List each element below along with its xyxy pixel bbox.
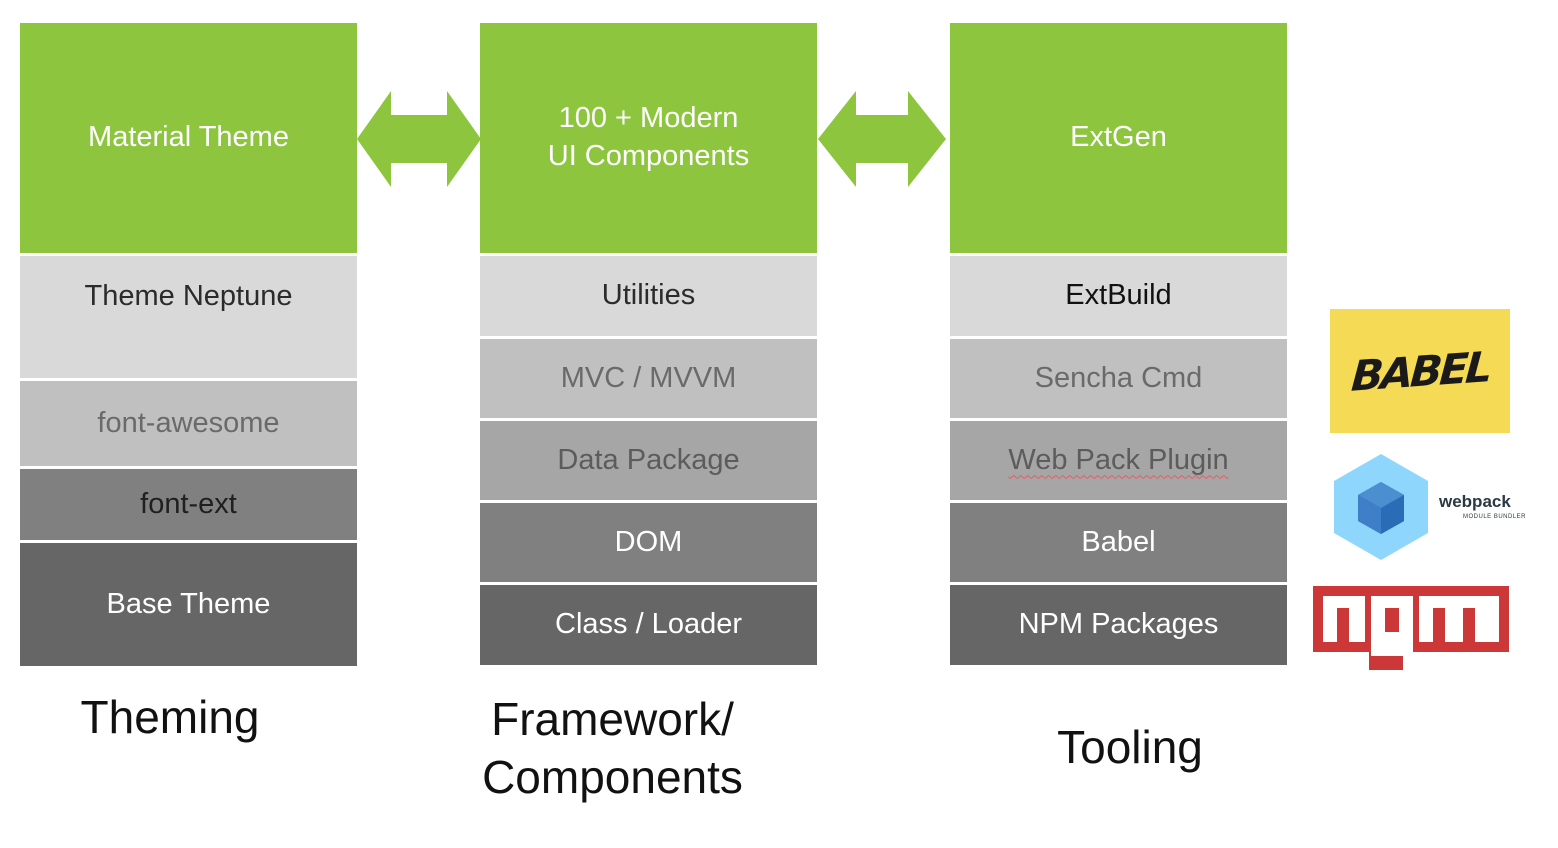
modern-ui-line1: 100 + Modern: [558, 102, 739, 135]
web-pack-plugin-label: Web Pack Plugin: [1008, 443, 1229, 476]
extgen-block: ExtGen: [950, 23, 1287, 256]
base-theme-block: Base Theme: [20, 543, 357, 666]
modern-ui-line2: UI Components: [547, 140, 750, 172]
extbuild-label: ExtBuild: [1065, 279, 1172, 312]
base-theme-label: Base Theme: [106, 587, 271, 620]
babel-block: Babel: [950, 503, 1287, 585]
webpack-logo: webpack MODULE BUNDLER: [1326, 452, 1536, 562]
font-awesome-block: font-awesome: [20, 381, 357, 469]
webpack-tagline: MODULE BUNDLER: [1463, 514, 1527, 520]
extgen-label: ExtGen: [1070, 121, 1167, 154]
theming-column: Material Theme Theme Neptune font-awesom…: [20, 23, 357, 666]
modern-ui-components-block: 100 + Modern UI Components: [480, 23, 817, 256]
material-theme-label: Material Theme: [88, 121, 289, 154]
babel-label: Babel: [1081, 525, 1156, 558]
framework-label-line2: Components: [482, 751, 743, 803]
theme-neptune-block: Theme Neptune: [20, 256, 357, 381]
class-loader-label: Class / Loader: [555, 608, 742, 641]
font-awesome-label: font-awesome: [97, 406, 280, 439]
framework-label-line1: Framework/: [491, 693, 734, 745]
npm-packages-block: NPM Packages: [950, 585, 1287, 665]
extbuild-block: ExtBuild: [950, 256, 1287, 339]
npm-logo: npm: [1313, 586, 1509, 670]
font-ext-label: font-ext: [140, 487, 237, 520]
babel-logo-text: BABEL: [1349, 341, 1491, 401]
mvc-mvvm-block: MVC / MVVM: [480, 339, 817, 421]
sencha-cmd-block: Sencha Cmd: [950, 339, 1287, 421]
utilities-label: Utilities: [601, 279, 696, 312]
double-headed-arrow-icon: [818, 91, 946, 187]
theme-neptune-label: Theme Neptune: [84, 280, 293, 313]
dom-block: DOM: [480, 503, 817, 585]
class-loader-block: Class / Loader: [480, 585, 817, 665]
data-package-block: Data Package: [480, 421, 817, 503]
theming-label: Theming: [80, 691, 260, 743]
webpack-cube-icon: [1334, 454, 1428, 560]
dom-label: DOM: [614, 525, 683, 558]
webpack-name: webpack: [1439, 492, 1511, 511]
tooling-label: Tooling: [1057, 721, 1203, 773]
data-package-label: Data Package: [557, 443, 740, 476]
framework-column: 100 + Modern UI Components Utilities MVC…: [480, 23, 817, 665]
framework-components-label: Framework/ Components: [460, 690, 765, 806]
double-headed-arrow-icon: [357, 91, 481, 187]
web-pack-plugin-block: Web Pack Plugin: [950, 421, 1287, 503]
font-ext-block: font-ext: [20, 469, 357, 543]
npm-packages-label: NPM Packages: [1018, 608, 1219, 641]
babel-logo: BABEL: [1330, 309, 1510, 433]
tooling-column: ExtGen ExtBuild Sencha Cmd Web Pack Plug…: [950, 23, 1287, 665]
sencha-cmd-label: Sencha Cmd: [1034, 361, 1203, 394]
material-theme-block: Material Theme: [20, 23, 357, 256]
utilities-block: Utilities: [480, 256, 817, 339]
mvc-mvvm-label: MVC / MVVM: [560, 361, 737, 394]
